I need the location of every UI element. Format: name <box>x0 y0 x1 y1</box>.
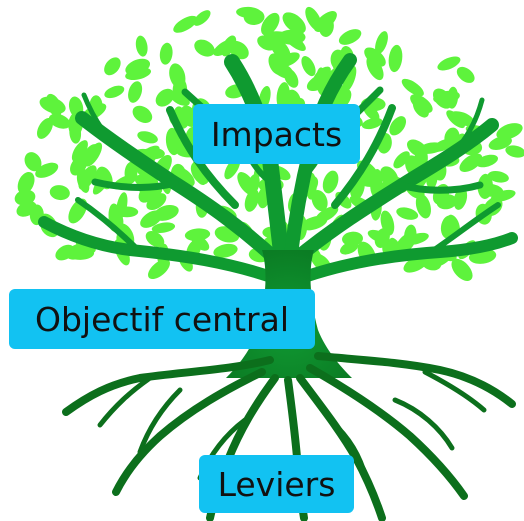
objectif-central-label-text: Objectif central <box>34 299 289 339</box>
leaf <box>453 187 468 210</box>
leaf <box>342 65 357 93</box>
leaf <box>361 117 383 130</box>
leaf <box>194 39 215 57</box>
leaf <box>37 117 53 139</box>
leaf <box>213 39 237 56</box>
impacts-label-text: Impacts <box>210 114 343 154</box>
leaf <box>374 228 390 248</box>
leaf <box>388 44 403 73</box>
leaf <box>415 193 431 219</box>
leaf <box>363 104 380 121</box>
leaf <box>14 189 36 206</box>
leaf <box>401 78 424 97</box>
leaf <box>80 169 102 181</box>
leaf <box>479 183 503 195</box>
leaf <box>145 230 165 248</box>
leaf <box>84 142 103 167</box>
leaf <box>410 94 433 113</box>
leaf <box>125 58 151 76</box>
leaf <box>46 93 62 117</box>
leaf <box>247 173 260 195</box>
leaf <box>272 62 294 79</box>
leaf <box>318 16 334 37</box>
leaf <box>132 105 153 124</box>
leaf <box>447 86 459 109</box>
leaf <box>24 152 42 172</box>
leaf <box>505 145 524 158</box>
leaf <box>236 6 262 19</box>
leviers-label: Leviers <box>199 455 354 513</box>
leaf <box>490 189 516 202</box>
leaf <box>311 189 328 212</box>
leaf <box>488 136 512 150</box>
leaf <box>366 56 384 81</box>
leaf <box>301 56 316 77</box>
leaf <box>436 194 457 210</box>
leaf <box>193 10 211 26</box>
leaf <box>128 81 143 103</box>
leaf <box>213 243 238 258</box>
leaf <box>48 113 71 129</box>
leaf <box>173 15 198 33</box>
leaf <box>124 161 138 184</box>
leaf <box>451 258 473 282</box>
leaf <box>184 228 211 241</box>
leaf <box>180 105 198 127</box>
impacts-label: Impacts <box>193 104 360 164</box>
leaf <box>396 207 419 220</box>
leaf <box>339 241 359 255</box>
leaf <box>104 57 121 76</box>
leaf <box>282 12 306 34</box>
leaf <box>437 56 461 71</box>
leaf <box>17 171 35 195</box>
leaf <box>444 127 460 148</box>
leaf <box>375 31 388 55</box>
leaf <box>342 231 363 246</box>
leaf <box>316 67 328 96</box>
leaf <box>104 85 125 99</box>
leaf <box>282 31 306 52</box>
leaf <box>49 185 70 201</box>
leaf <box>155 88 175 107</box>
leaf <box>406 139 428 158</box>
leaf <box>389 116 407 136</box>
leaf <box>393 151 410 169</box>
leaf <box>487 171 509 183</box>
leaf <box>364 47 386 67</box>
leaf <box>244 188 260 212</box>
leaf <box>496 123 523 140</box>
leaf <box>135 35 148 57</box>
leaf <box>322 170 339 194</box>
objectif-central-label: Objectif central <box>9 289 315 349</box>
leaf <box>305 6 322 32</box>
leaf <box>116 192 128 220</box>
leaf <box>159 42 173 65</box>
leaf <box>459 153 483 172</box>
leaf <box>170 91 190 106</box>
leaf <box>137 131 158 144</box>
leaf <box>300 215 328 231</box>
leaf <box>261 12 280 36</box>
leaf <box>140 210 163 228</box>
leviers-label-text: Leviers <box>217 464 336 504</box>
leaf <box>175 167 195 187</box>
leaf <box>151 222 176 233</box>
leaf <box>403 255 429 273</box>
leaf <box>338 29 362 45</box>
leaf <box>71 140 88 162</box>
leaf <box>456 66 475 83</box>
leaf <box>449 111 475 126</box>
leaf <box>440 215 457 239</box>
